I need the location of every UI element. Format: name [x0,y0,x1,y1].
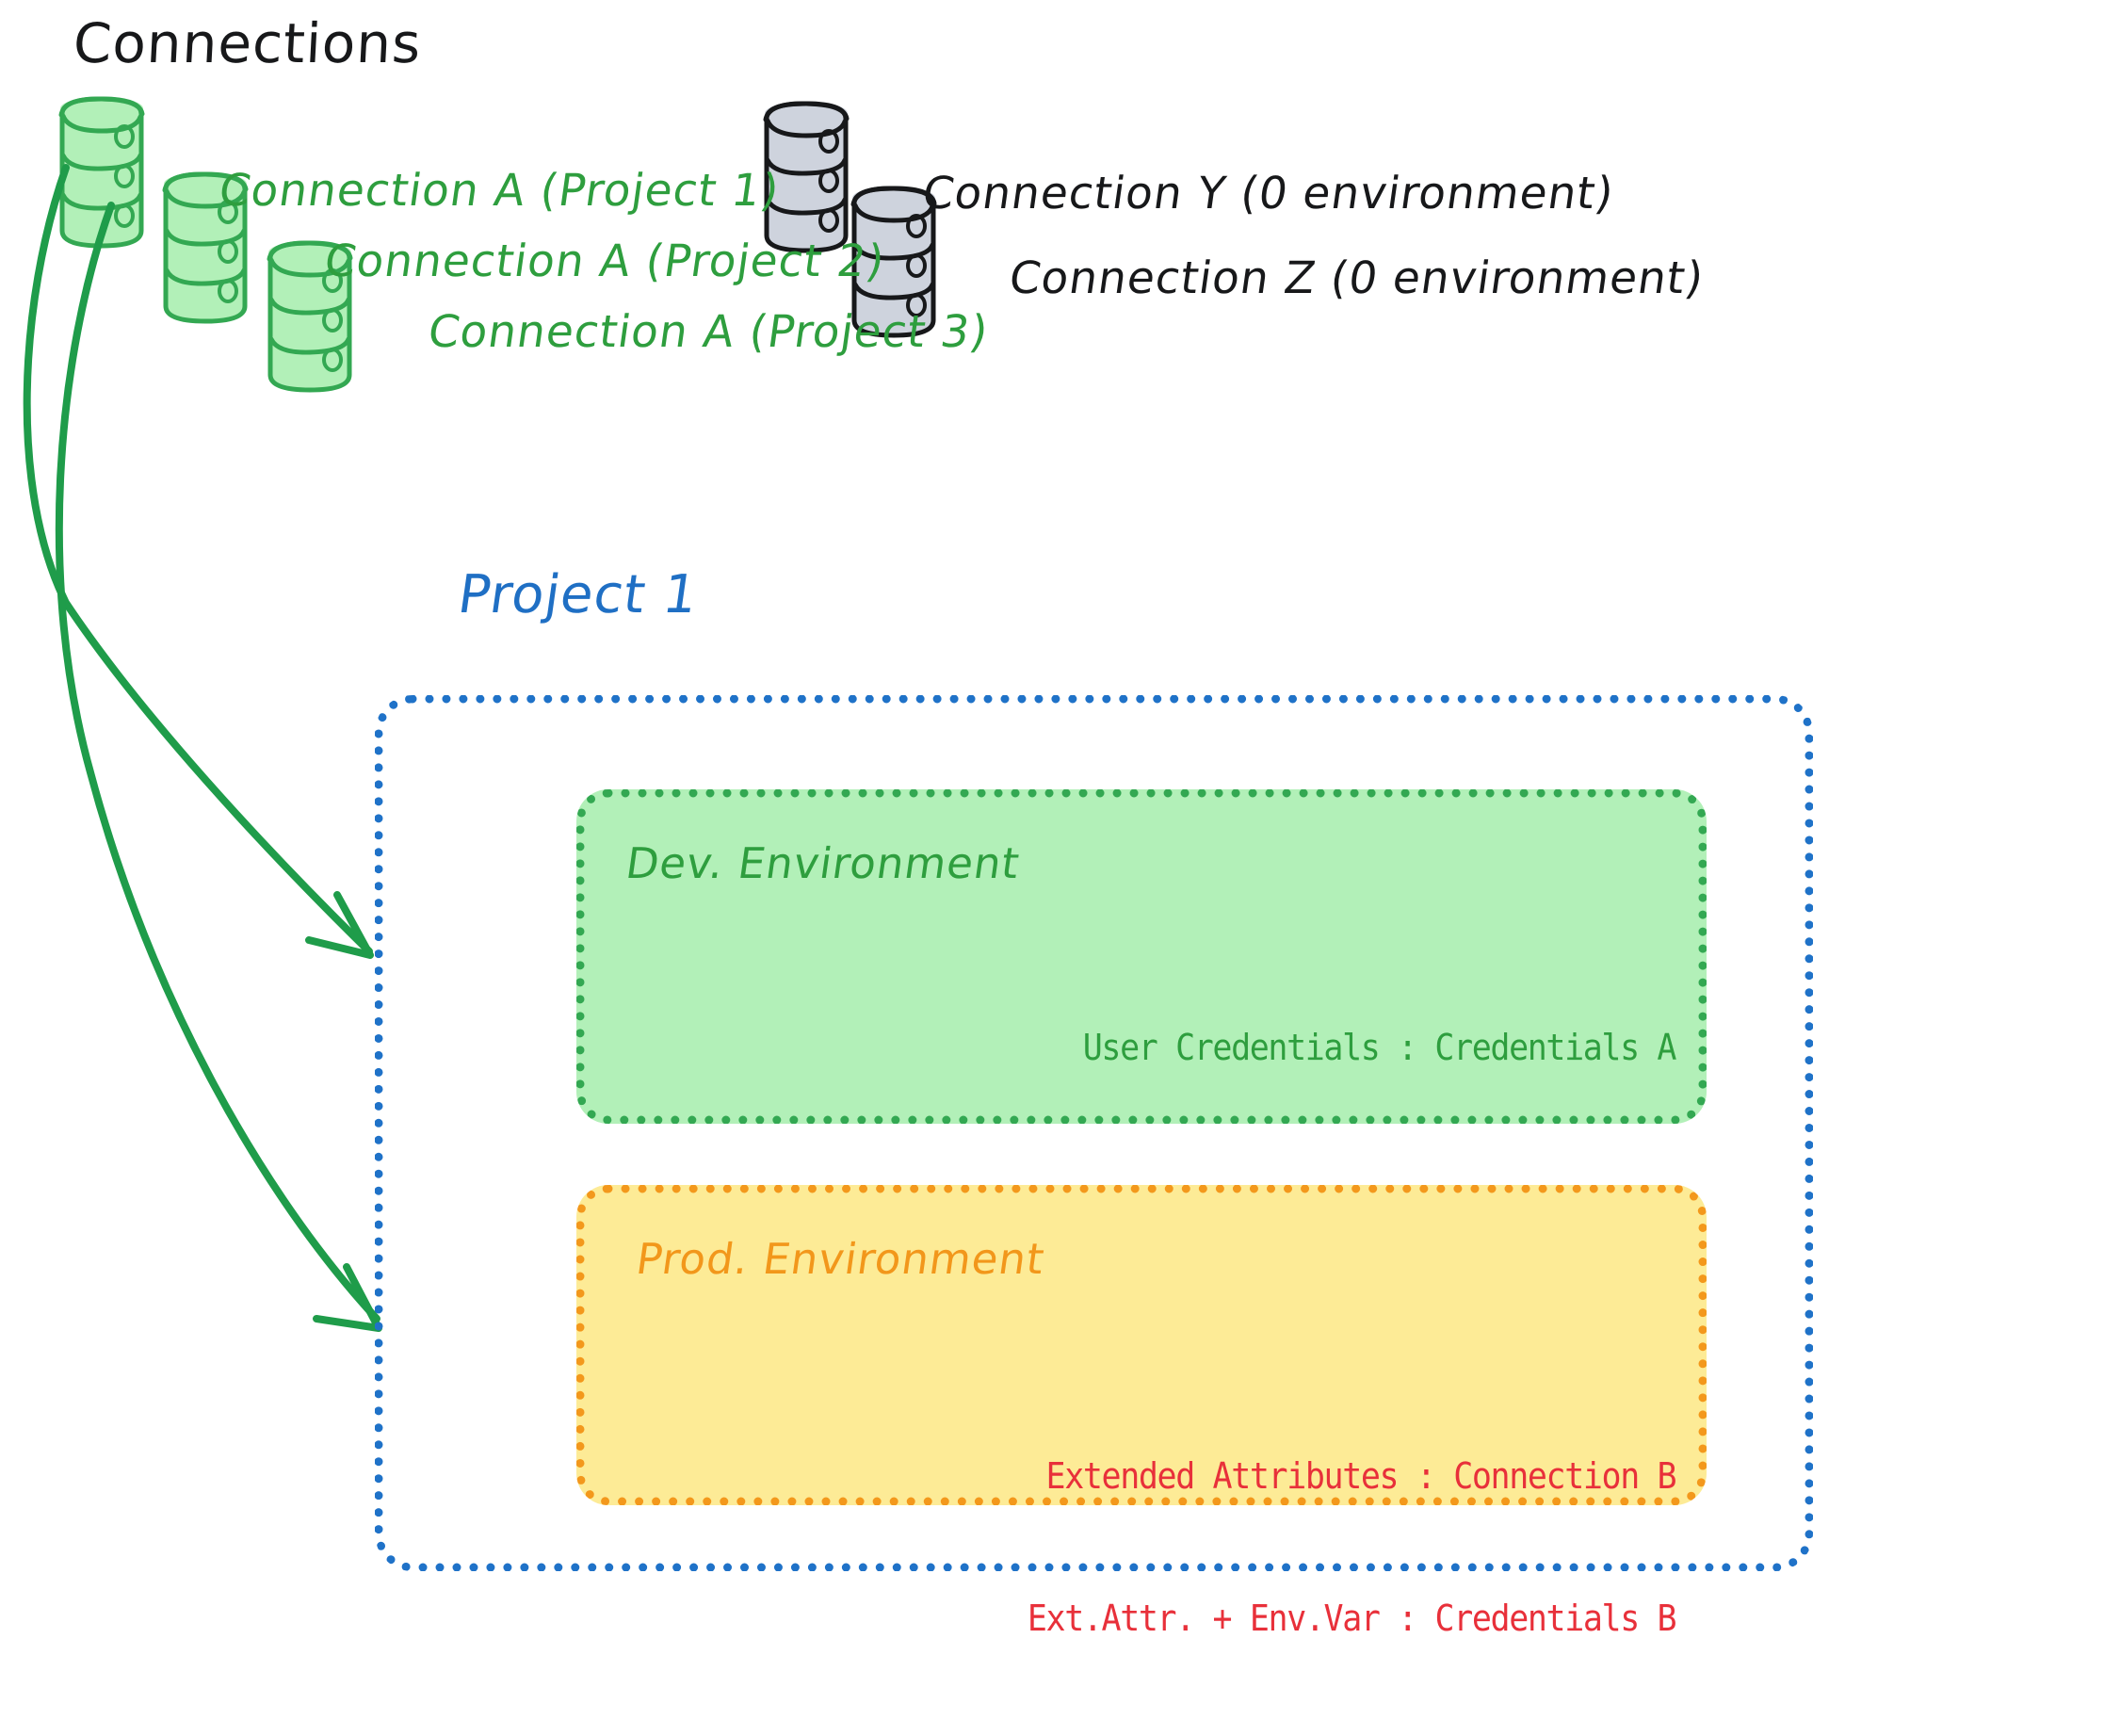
arrowhead-dev [305,891,374,959]
project-1-container [375,695,1813,1571]
arrow-connection-a-to-prod [55,202,382,1332]
dev-environment-credentials: User Credentials : Credentials A [1082,1027,1677,1068]
dev-environment-box[interactable] [576,789,1707,1124]
prod-line-extended-attributes: Extended Attributes : Connection B [1045,1455,1676,1498]
prod-environment-box[interactable] [576,1185,1707,1505]
label-connection-y: Connection Y (0 environment) [919,168,1618,219]
diagram-canvas: Connections [23,11,1813,1639]
label-connection-a-project-1: Connection A (Project 1) [216,165,784,217]
dev-environment-title: Dev. Environment [623,838,1024,888]
prod-line-ext-attr-env-var: Ext.Attr. + Env.Var : Credentials B [1027,1597,1677,1639]
label-connection-a-project-2: Connection A (Project 2) [321,235,889,287]
label-connection-z: Connection Z (0 environment) [1006,252,1707,304]
arrows-layer [23,164,382,1332]
project-title: Project 1 [454,564,703,625]
label-connection-a-project-3: Connection A (Project 3) [425,306,993,358]
prod-environment-attributes: Extended Attributes : Connection B Ext.A… [1027,1358,1677,1736]
arrow-connection-a-to-dev [23,164,374,959]
arrowhead-prod [313,1263,382,1332]
prod-environment-title: Prod. Environment [633,1234,1048,1284]
